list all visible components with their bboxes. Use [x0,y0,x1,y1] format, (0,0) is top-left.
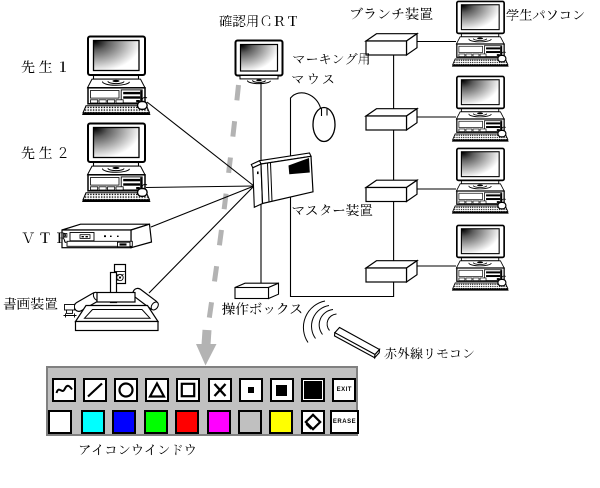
arrow-head [196,344,217,366]
box-front-face [234,286,270,300]
label-icon-window-glyphs [79,444,195,456]
color-swatch-1 [82,412,103,432]
operation-box [234,282,280,300]
confirmation-crt [234,39,284,85]
icon-window-panel: EXIT ERASE [46,366,359,436]
freehand-icon [55,384,73,394]
color-swatch-3-button[interactable] [143,410,168,434]
color-swatch-7 [271,412,292,432]
remote-top-face [333,326,381,356]
tool-size-large-button[interactable] [301,378,326,402]
color-swatch-4 [177,412,198,432]
wire-master-to-teacher1 [146,101,255,187]
label-confirmation-crt-glyphs [219,15,297,27]
label-teacher2-glyphs [21,146,67,160]
label-teacher1-glyphs [21,60,66,74]
branch-device1 [365,33,418,56]
erase-button[interactable]: ERASE [330,410,359,434]
wire-master-to-teacher2 [145,185,255,189]
ellipse-icon [118,382,134,398]
color-swatch-2-button[interactable] [112,410,137,434]
document-camera [63,263,160,332]
vtr-device [61,223,153,249]
student-pc4 [451,224,510,292]
erase-button-label: ERASE [332,419,357,425]
wires [145,40,456,298]
wire-master-to-vtr [150,185,255,228]
tool-eraser-button[interactable] [300,410,325,434]
label-vtr-glyphs [22,232,68,243]
mouse-buttons [320,108,328,116]
master-ridge-lines [267,162,273,203]
color-swatch-2 [114,412,135,432]
label-infrared-remote-glyphs [384,347,474,360]
master-device [250,152,314,209]
wire-mouse-master-branch [289,50,395,298]
color-swatch-6 [239,412,260,432]
master-led [257,171,259,175]
color-swatch-7-button[interactable] [269,410,294,434]
triangle-icon [148,381,166,398]
rectangle-icon [180,382,196,398]
tool-ellipse-button[interactable] [113,378,138,402]
exit-button-label: EXIT [336,387,352,393]
tool-freehand-button[interactable] [51,378,76,402]
label-operation-box-glyphs [222,302,302,315]
tool-line-button[interactable] [82,378,107,402]
label-master-device-glyphs [292,204,373,217]
student-pc3 [451,147,510,215]
doccam-right-lamp [132,287,159,311]
marking-mouse [312,106,336,143]
tool-rectangle-button[interactable] [176,378,201,402]
label-document-camera-glyphs [3,297,58,310]
color-swatch-6-button[interactable] [237,410,262,434]
flow-arrow [196,84,241,366]
color-swatch-1-button[interactable] [80,410,105,434]
color-swatch-5 [208,412,229,432]
infrared-remote [302,300,381,360]
doccam-control [63,304,77,318]
size-large-icon [304,381,323,399]
wire-master-to-doccam [148,185,255,294]
exit-button[interactable]: EXIT [332,378,357,402]
tool-triangle-button[interactable] [145,378,170,402]
label-marking-mouse-1-glyphs [293,53,370,65]
label-marking-mouse-2-glyphs [292,73,334,85]
color-swatch-3 [145,412,166,432]
color-swatch-0 [50,412,70,432]
branch-device4 [365,260,418,283]
tool-x-mark-button[interactable] [207,378,232,402]
student-pc1 [451,0,510,68]
eraser-icon [303,413,322,431]
ir-waves [302,300,337,343]
teacher1-computer [81,35,152,116]
branch-device3 [365,179,418,203]
label-branch-device-glyphs [351,7,433,21]
student-pc2 [451,75,510,143]
branch-device2 [365,108,418,131]
size-small-icon [247,387,254,393]
teacher2-computer [81,122,152,203]
master-vent [288,158,310,175]
tool-size-small-button[interactable] [238,378,263,402]
color-swatch-0-button[interactable] [48,410,72,434]
remote-body [333,326,381,360]
label-student-pc-glyphs [506,8,584,21]
line-icon [86,382,103,398]
arrow-dashed-line [205,84,241,331]
mouse-body [312,106,336,143]
color-swatch-5-button[interactable] [206,410,231,434]
x-mark-icon [213,383,226,397]
remote-end-face [373,347,381,360]
size-medium-icon [276,384,288,396]
tool-size-medium-button[interactable] [269,378,294,402]
crt-pedestal [239,75,279,80]
color-swatch-4-button[interactable] [175,410,200,434]
crt-screen [239,43,279,72]
